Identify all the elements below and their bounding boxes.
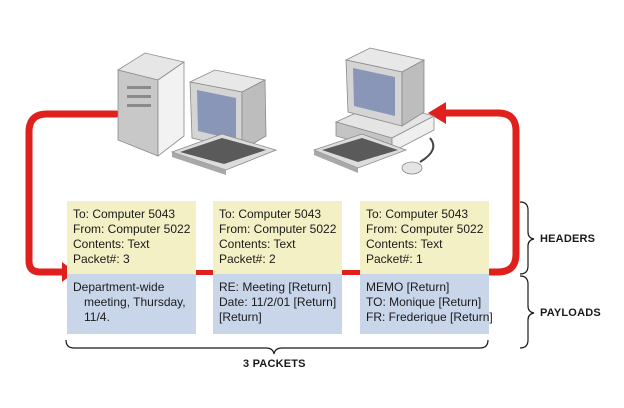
payload-line: meeting, Thursday, (84, 295, 186, 309)
flow-arrow-line (25, 109, 520, 276)
header-line: Contents: Text (366, 237, 443, 251)
header-line: Packet#: 2 (219, 252, 276, 266)
packet-2: To: Computer 5043 From: Computer 5022 Co… (213, 201, 342, 334)
header-line: From: Computer 5022 (73, 222, 191, 236)
sender-computer-icon (116, 52, 278, 175)
header-line: From: Computer 5022 (366, 222, 484, 236)
packet-header: To: Computer 5043 From: Computer 5022 Co… (360, 201, 489, 274)
payloads-brace (519, 275, 535, 349)
payload-line: MEMO [Return] (366, 280, 450, 294)
packets-label: 3 PACKETS (243, 358, 306, 370)
payload-line: Date: 11/2/01 [Return] (219, 295, 337, 309)
packet-payload: Department-wide meeting, Thursday, 11/4. (67, 274, 196, 334)
header-line: From: Computer 5022 (219, 222, 337, 236)
payloads-label: PAYLOADS (540, 307, 601, 319)
packet-header: To: Computer 5043 From: Computer 5022 Co… (67, 201, 196, 274)
payload-line: RE: Meeting [Return] (219, 280, 332, 294)
flow-arrow-head-right (428, 102, 446, 124)
payload-line: TO: Monique [Return] (366, 295, 482, 309)
packet-3: To: Computer 5043 From: Computer 5022 Co… (67, 201, 196, 334)
packet-payload: RE: Meeting [Return] Date: 11/2/01 [Retu… (213, 274, 342, 334)
header-line: To: Computer 5043 (219, 207, 322, 221)
header-line: Packet#: 3 (73, 252, 130, 266)
payload-line: FR: Frederique [Return] (366, 310, 493, 324)
packet-header: To: Computer 5043 From: Computer 5022 Co… (213, 201, 342, 274)
packets-brace (65, 339, 489, 355)
headers-brace (519, 201, 535, 275)
header-line: To: Computer 5043 (366, 207, 469, 221)
payload-line: [Return] (219, 310, 262, 324)
payload-line: 11/4. (84, 310, 110, 324)
payload-line: Department-wide (73, 280, 165, 294)
header-line: To: Computer 5043 (73, 207, 176, 221)
receiver-computer-icon (312, 47, 436, 175)
header-line: Contents: Text (73, 237, 150, 251)
packet-connector (341, 270, 363, 275)
headers-label: HEADERS (540, 233, 596, 245)
packet-1: To: Computer 5043 From: Computer 5022 Co… (360, 201, 493, 334)
packet-payload: MEMO [Return] TO: Monique [Return] FR: F… (360, 274, 493, 334)
header-line: Contents: Text (219, 237, 296, 251)
packet-connector (192, 270, 214, 275)
header-line: Packet#: 1 (366, 252, 423, 266)
